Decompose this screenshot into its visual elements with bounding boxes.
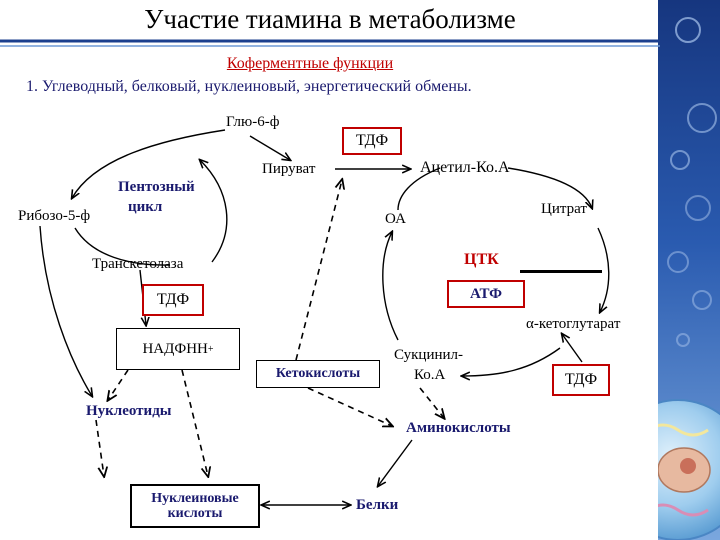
label-acetyl-coa: Ацетил-Ко.А bbox=[420, 159, 510, 176]
label-ribose-5-phosphate: Рибозо-5-ф bbox=[18, 208, 91, 224]
nucleic-acids-line1: Нуклеиновые bbox=[151, 490, 239, 506]
label-oxaloacetate: ОА bbox=[385, 211, 406, 227]
box-atp: АТФ bbox=[447, 280, 525, 308]
label-glucose-6-phosphate: Глю-6-ф bbox=[226, 114, 280, 130]
label-citrate: Цитрат bbox=[541, 201, 587, 217]
nadph-text: НАДФНН bbox=[142, 340, 208, 357]
label-succinyl-line1: Сукцинил- bbox=[394, 347, 464, 363]
label-amino-acids: Аминокислоты bbox=[406, 420, 511, 436]
box-tdf-top: ТДФ bbox=[342, 127, 402, 155]
side-decoration-icon bbox=[658, 0, 720, 540]
label-proteins: Белки bbox=[356, 497, 399, 513]
nadph-superscript: + bbox=[207, 343, 214, 355]
label-nucleotides: Нуклеотиды bbox=[86, 403, 172, 419]
subtitle-coenzyme: Коферментные функции bbox=[226, 55, 394, 72]
nucleic-acids-line2: кислоты bbox=[167, 506, 223, 521]
subtitle-metabolism: 1. Углеводный, белковый, нуклеиновый, эн… bbox=[26, 78, 472, 95]
title-underline bbox=[0, 39, 660, 47]
box-tdf-right: ТДФ bbox=[552, 364, 610, 396]
label-succinyl-line2: Ко.А bbox=[414, 367, 446, 383]
label-transketolase: Транскетолаза bbox=[92, 256, 184, 272]
box-nadph: НАДФНН+ bbox=[116, 328, 240, 370]
label-pentose-cycle-line2: цикл bbox=[128, 199, 163, 215]
side-panel bbox=[658, 0, 720, 540]
label-tca-cycle: ЦТК bbox=[464, 251, 499, 268]
box-nucleic-acids: Нуклеиновые кислоты bbox=[130, 484, 260, 528]
box-tdf-left: ТДФ bbox=[142, 284, 204, 316]
label-pentose-cycle-line1: Пентозный bbox=[118, 179, 195, 195]
tca-underline bbox=[520, 270, 602, 273]
label-pyruvate: Пируват bbox=[262, 161, 316, 177]
box-ketoacids: Кетокислоты bbox=[256, 360, 380, 388]
page-title: Участие тиамина в метаболизме bbox=[144, 4, 516, 34]
label-alpha-ketoglutarate: α-кетоглутарат bbox=[526, 316, 621, 332]
